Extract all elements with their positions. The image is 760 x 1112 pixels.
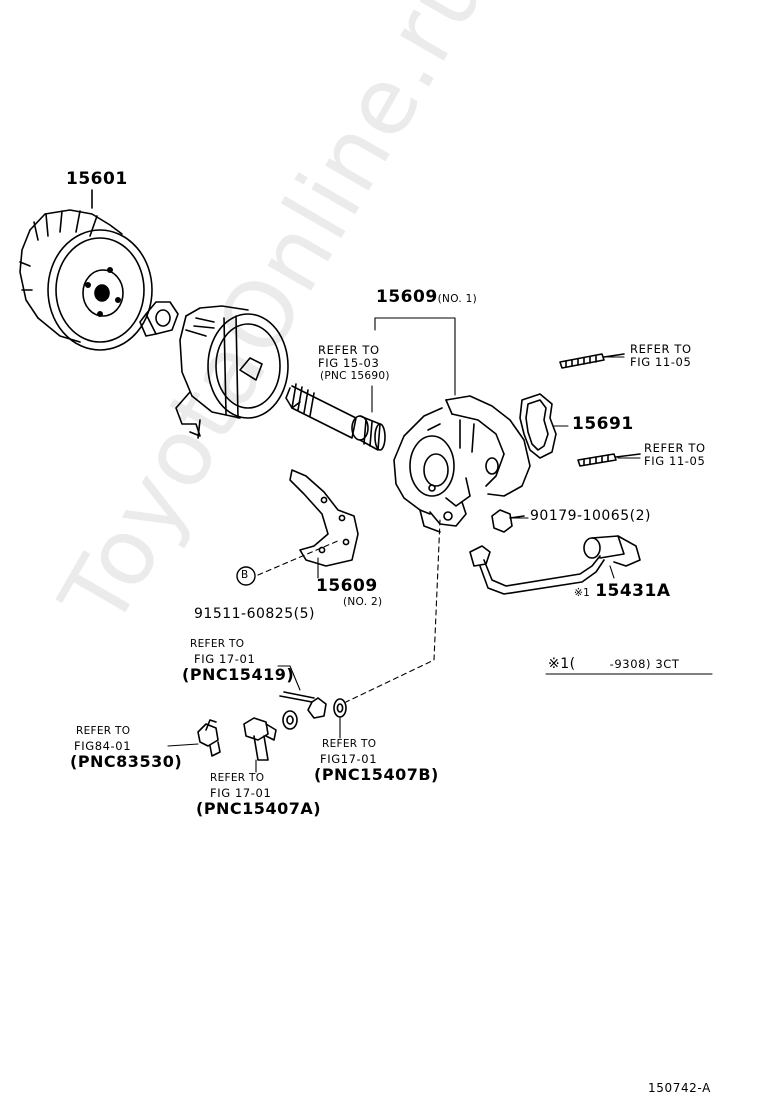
ref-switch[interactable]: REFER TO FIG84-01 (PNC83530) — [70, 724, 183, 771]
part-15431a-number: 15431A — [595, 581, 671, 601]
part-15431a[interactable]: ※1 15431A — [574, 583, 671, 600]
ref-switch-line1: REFER TO — [76, 725, 131, 737]
ref-gasket-b-line3: (PNC15407B) — [314, 765, 439, 784]
leader-15609-no1 — [374, 317, 456, 396]
small-bolt-drawing — [491, 509, 525, 533]
hose-drawing — [279, 691, 327, 719]
ref-hose-line1: REFER TO — [190, 638, 245, 650]
part-15609-no2[interactable]: 15609 — [316, 576, 378, 596]
ref-hose[interactable]: REFER TO FIG 17-01 (PNC15419) — [182, 637, 295, 684]
stud-upper-drawing — [559, 353, 625, 369]
ref-bolt-a[interactable]: REFER TO FIG 17-01 (PNC15407A) — [196, 771, 322, 818]
ref-gasket-b-line1: REFER TO — [322, 738, 377, 750]
ref-bolt-a-line2: FIG 17-01 — [210, 786, 272, 800]
ref-stud-upper-line2: FIG 11-05 — [630, 355, 692, 369]
ref-stud-lower-line2: FIG 11-05 — [644, 454, 706, 468]
part-15601[interactable]: 15601 — [66, 169, 128, 189]
bracket-no2-drawing — [289, 469, 359, 567]
ref-bolt-a-line3: (PNC15407A) — [196, 799, 322, 818]
oil-switch-drawing — [197, 719, 221, 757]
part-15691[interactable]: 15691 — [572, 414, 634, 434]
note-range: -9308) 3CT — [609, 657, 680, 671]
part-15431a-mark: ※1 — [574, 587, 591, 599]
ref-stud-lower[interactable]: REFER TO FIG 11-05 — [644, 442, 706, 468]
callout-b-circle — [236, 566, 256, 586]
gasket-b-drawing — [333, 698, 347, 718]
leader-switch — [167, 743, 199, 747]
part-15609-no1[interactable]: 15609(NO. 1) — [376, 289, 477, 306]
ref-hose-line3: (PNC15419) — [182, 665, 295, 684]
ref-stud-lower-line1: REFER TO — [644, 441, 706, 455]
bolt-a-drawing — [243, 717, 277, 761]
ref-hose-line2: FIG 17-01 — [194, 652, 256, 666]
ref-switch-line3: (PNC83530) — [70, 752, 183, 771]
gasket-drawing — [519, 393, 557, 459]
leader-hose — [277, 665, 301, 691]
ref-union-bolt-line2: FIG 15-03 — [318, 356, 380, 370]
part-91511-60825[interactable]: 91511-60825(5) — [194, 606, 315, 622]
part-90179-10065[interactable]: 90179-10065(2) — [530, 508, 651, 524]
ref-stud-upper[interactable]: REFER TO FIG 11-05 — [630, 343, 692, 369]
ref-stud-upper-line1: REFER TO — [630, 342, 692, 356]
union-bolt-drawing — [285, 383, 386, 451]
ref-union-bolt-line3: (PNC 15690) — [320, 370, 390, 382]
nut-drawing — [139, 301, 179, 337]
leader-15431a — [609, 565, 615, 579]
note-mark: ※1( — [548, 656, 576, 672]
ref-gasket-b[interactable]: REFER TO FIG17-01 (PNC15407B) — [314, 737, 439, 784]
applicability-note: ※1( -9308) 3CT — [548, 657, 680, 671]
dashed-line-b — [257, 539, 341, 576]
callout-b: B — [241, 569, 249, 581]
diagram-id: 150742-A — [648, 1081, 711, 1095]
oil-pipe-drawing — [469, 535, 641, 595]
ref-bolt-a-line1: REFER TO — [210, 772, 265, 784]
oil-cooler-drawing — [175, 305, 289, 439]
washer-drawing — [282, 710, 298, 730]
part-15609-no2-note: (NO. 2) — [343, 596, 383, 608]
ref-gasket-b-line2: FIG17-01 — [320, 752, 378, 766]
filter-bracket-drawing — [393, 395, 531, 533]
ref-switch-line2: FIG84-01 — [74, 739, 132, 753]
oil-filter-drawing — [19, 189, 153, 351]
stud-lower-drawing — [577, 453, 641, 467]
dashed-line-hose — [345, 519, 441, 703]
ref-union-bolt-line1: REFER TO — [318, 343, 380, 357]
part-15609-no1-note: (NO. 1) — [437, 293, 477, 305]
part-15609-no1-number: 15609 — [376, 287, 438, 307]
ref-union-bolt[interactable]: REFER TO FIG 15-03 (PNC 15690) — [318, 344, 390, 383]
